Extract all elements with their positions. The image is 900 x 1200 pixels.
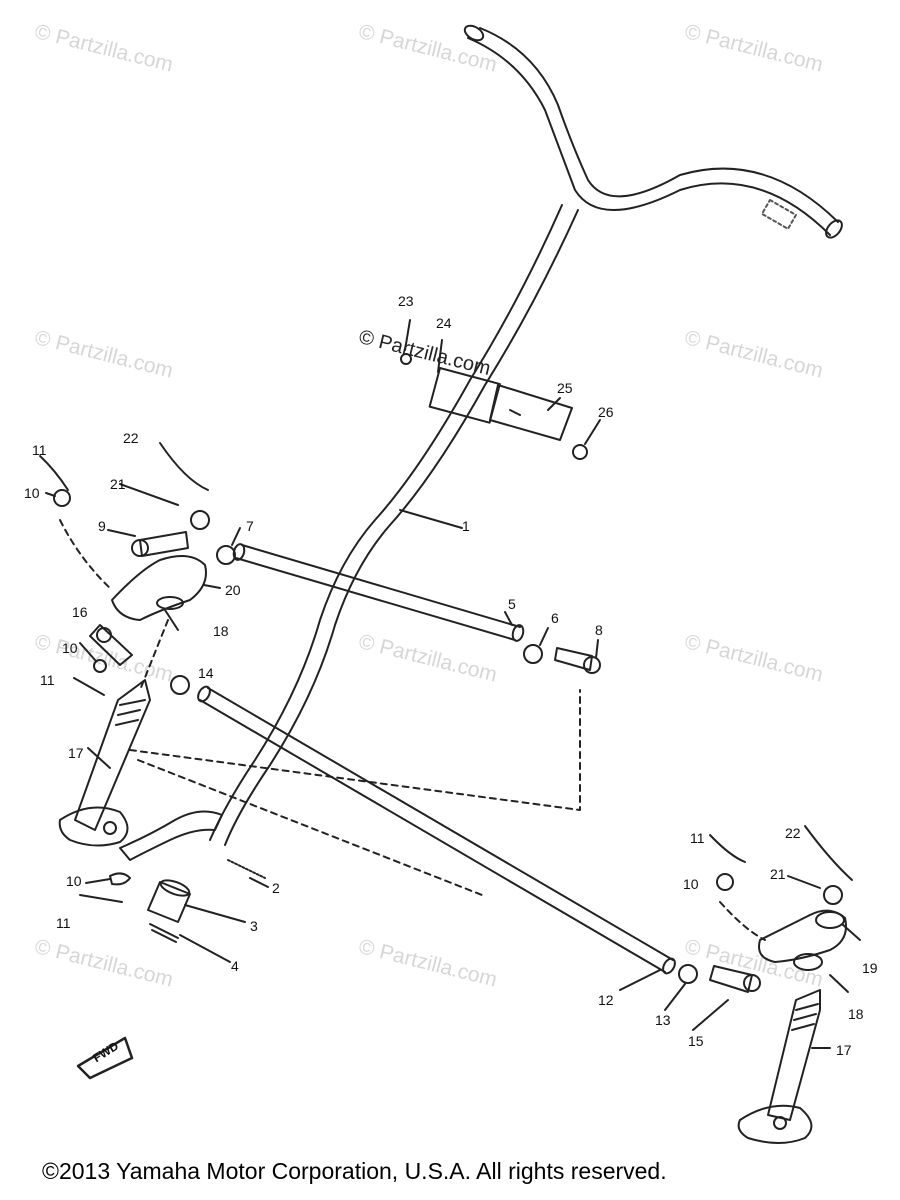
callout-21: 21 (770, 866, 786, 882)
left-steering-arm (40, 443, 240, 620)
left-spindle (60, 610, 190, 846)
callout-2: 2 (272, 880, 280, 896)
callout-17: 17 (68, 745, 84, 761)
callout-9: 9 (98, 518, 106, 534)
callout-10: 10 (24, 485, 40, 501)
right-steering-arm (710, 826, 860, 992)
callout-18: 18 (848, 1006, 864, 1022)
clamp-bracket (400, 320, 600, 460)
callout-8: 8 (595, 622, 603, 638)
callout-22: 22 (785, 825, 801, 841)
callout-21: 21 (110, 476, 126, 492)
callout-10: 10 (66, 873, 82, 889)
callout-15: 15 (688, 1033, 704, 1049)
callout-18: 18 (213, 623, 229, 639)
handlebar-tube (210, 23, 845, 845)
callout-19: 19 (862, 960, 878, 976)
callout-6: 6 (551, 610, 559, 626)
tie-rod-upper (232, 543, 525, 642)
callout-4: 4 (231, 958, 239, 974)
callout-14: 14 (198, 665, 214, 681)
callout-11: 11 (56, 915, 71, 931)
callout-1: 1 (462, 518, 470, 534)
right-spindle (739, 990, 830, 1143)
tie-rod-lower (196, 685, 678, 976)
callout-11: 11 (32, 442, 47, 458)
callout-5: 5 (508, 596, 516, 612)
callout-25: 25 (557, 380, 573, 396)
callout-24: 24 (436, 315, 452, 331)
callout-22: 22 (123, 430, 139, 446)
callout-20: 20 (225, 582, 241, 598)
callout-11: 11 (690, 830, 705, 846)
callout-16: 16 (72, 604, 88, 620)
lower-bushings (80, 860, 268, 962)
callout-26: 26 (598, 404, 614, 420)
callout-10: 10 (683, 876, 699, 892)
callout-12: 12 (598, 992, 614, 1008)
copyright-footer: ©2013 Yamaha Motor Corporation, U.S.A. A… (42, 1158, 667, 1184)
callout-11: 11 (40, 672, 55, 688)
callout-13: 13 (655, 1012, 671, 1028)
callout-17: 17 (836, 1042, 852, 1058)
callout-23: 23 (398, 293, 414, 309)
callout-10: 10 (62, 640, 78, 656)
callout-3: 3 (250, 918, 258, 934)
callout-7: 7 (246, 518, 254, 534)
